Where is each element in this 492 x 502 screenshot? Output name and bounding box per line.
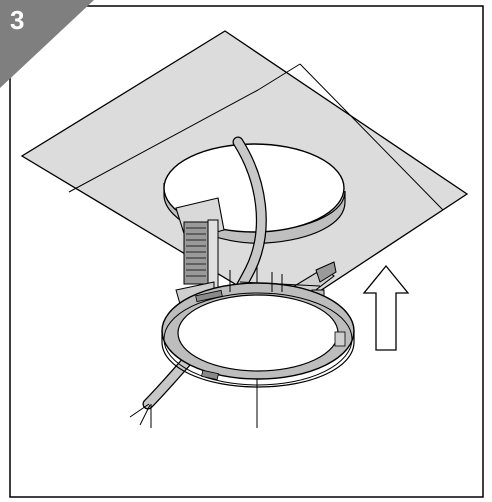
step-badge [0, 0, 94, 88]
upward-arrow-icon [362, 264, 410, 351]
mounting-ring [161, 270, 355, 388]
step-number: 3 [10, 5, 24, 35]
